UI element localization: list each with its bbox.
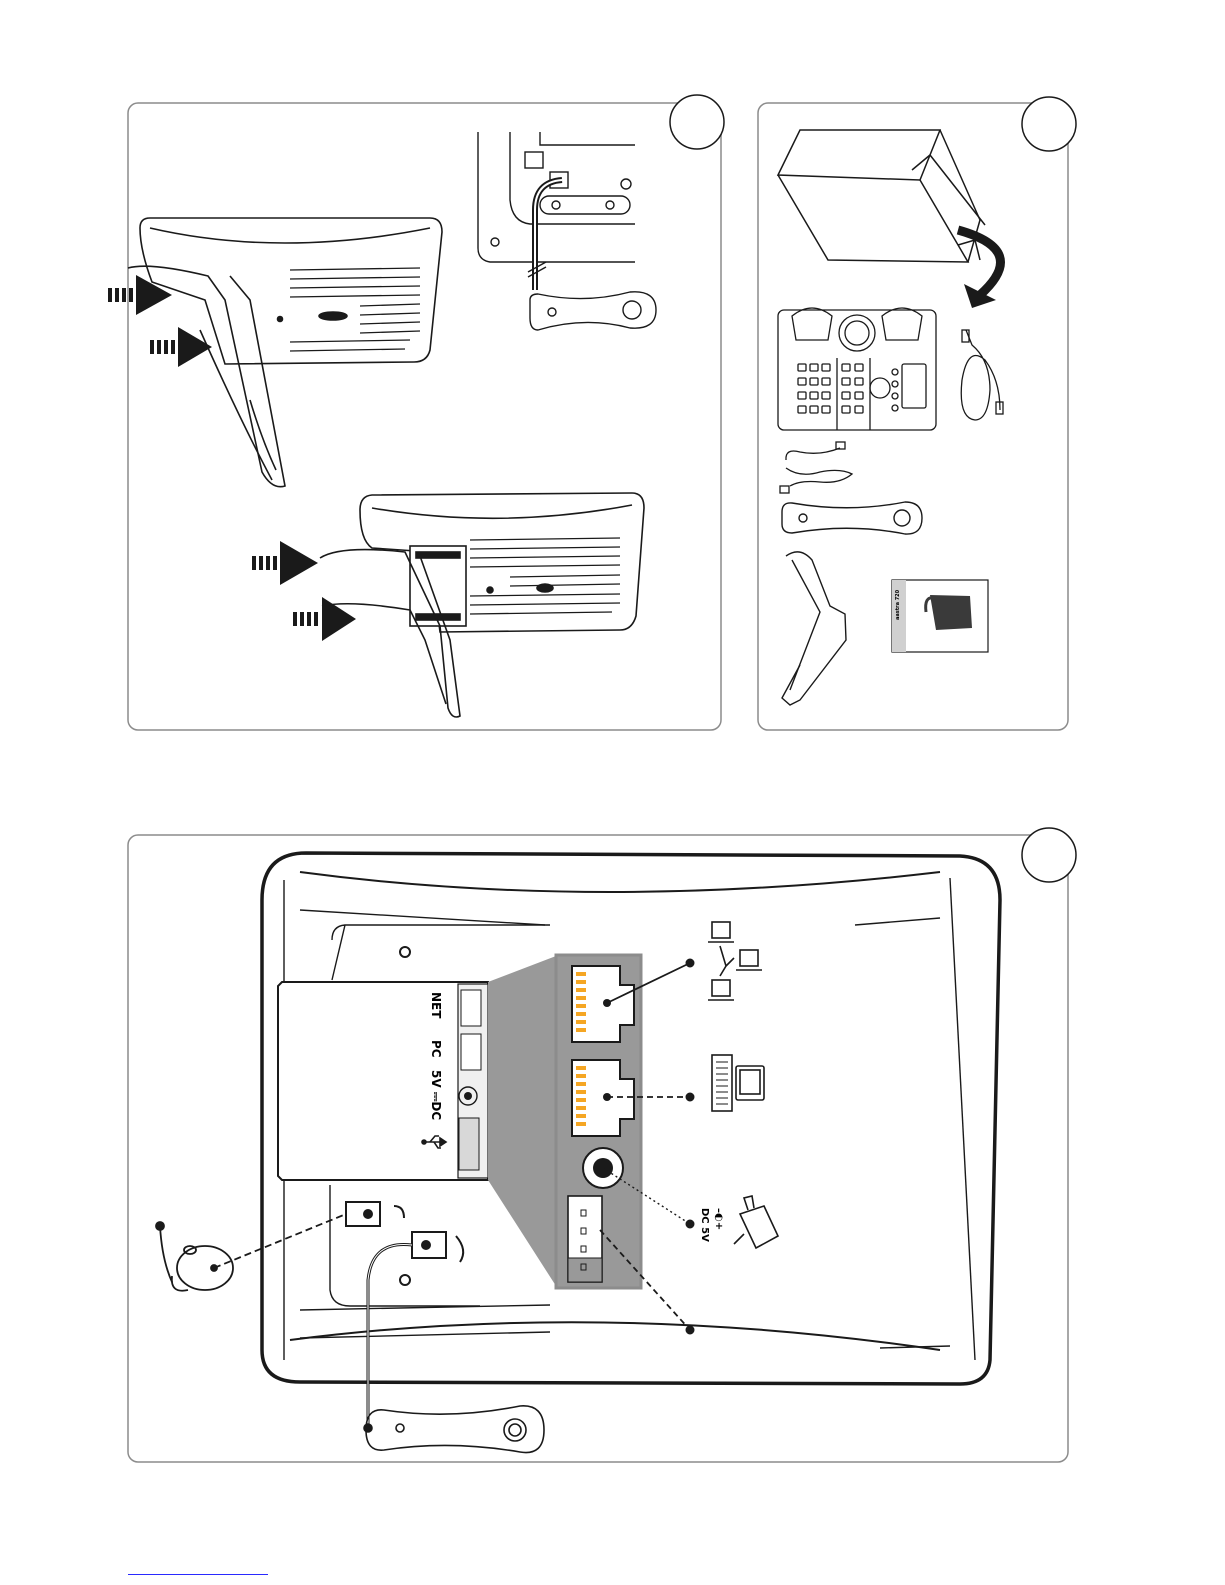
coiled-cord-icon [780,442,852,493]
headset-icon [156,1214,346,1291]
insert-arrows-upper [108,275,212,367]
adapter-dc-label: DC 5V [699,1208,710,1242]
manual-icon: aastra 720 [892,580,988,652]
insert-arrows-lower [252,541,356,641]
panel-box-contents: aastra 720 [758,97,1076,730]
step-badge-1 [670,95,724,149]
panel-stand-mounting [108,95,724,730]
manual-brand-label: aastra 720 [895,589,901,620]
phone-body-icon [778,308,936,430]
handset-icon [782,502,922,534]
handset-bottom-icon [364,1406,544,1453]
usb-port [568,1196,602,1282]
port-housing [278,982,488,1180]
power-port-label: 5V ⎓DC [429,1070,443,1120]
box-icon [778,130,985,262]
cord-routing-detail [478,132,656,330]
computer-icon [712,1055,764,1111]
network-icon [708,922,762,1000]
power-adapter-icon [734,1196,778,1248]
ethernet-cable-icon [961,330,1003,420]
headset-jack [346,1202,404,1226]
net-port-label: NET [429,992,443,1019]
panel-connections: NET PC 5V ⎓DC [128,828,1076,1462]
stand-icon [782,552,846,705]
page-footer-link[interactable] [128,1574,268,1575]
step-badge-3 [1022,828,1076,882]
phone-with-stand-lower [320,493,644,717]
step-badge-2 [1022,97,1076,151]
adapter-polarity-label: –◐+ [713,1208,724,1230]
port-zoom-panel [488,955,641,1288]
pc-port-label: PC [429,1040,443,1058]
phone-with-stand-upper [128,218,442,487]
